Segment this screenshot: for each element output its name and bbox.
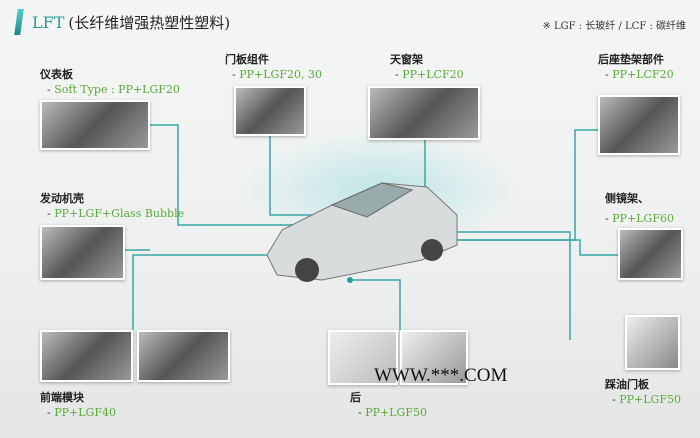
page-title: LFT (长纤维增强热塑性塑料) [14, 8, 231, 36]
dashboard-photo [40, 100, 150, 150]
title-prefix: LFT [32, 12, 65, 32]
part-label-engine: 发动机壳 [40, 192, 84, 205]
part-label-pedal: 踩油门板 [605, 378, 649, 391]
part-spec-bumper: PP+LGF50 [358, 406, 427, 419]
part-spec-seat: PP+LCF20 [605, 68, 673, 81]
part-label-sunroof: 天窗架 [390, 53, 423, 66]
part-spec-mirror: PP+LGF60 [605, 212, 674, 225]
part-spec-pedal: PP+LGF50 [612, 393, 681, 406]
pedal-photo [625, 315, 680, 370]
door-photo [234, 86, 306, 136]
title-text: (长纤维增强热塑性塑料) [68, 13, 231, 32]
part-label-frontend: 前端模块 [40, 391, 84, 404]
part-label-door: 门板组件 [225, 53, 269, 66]
engine-photo [40, 225, 125, 280]
car-illustration [266, 182, 458, 282]
part-label-seat: 后座垫架部件 [598, 53, 664, 66]
frontend-photo-1 [40, 330, 133, 382]
part-spec-engine: PP+LGF+Glass Bubble [47, 207, 184, 220]
part-label-dashboard: 仪表板 [40, 68, 73, 81]
legend-note: ※ LGF : 长玻纤 / LCF : 碳纤维 [542, 21, 686, 32]
part-spec-door: PP+LGF20, 30 [232, 68, 322, 81]
part-spec-sunroof: PP+LCF20 [395, 68, 463, 81]
part-label-bumper: 后 [350, 391, 361, 404]
bumper-photo-2 [400, 330, 468, 385]
part-spec-frontend: PP+LGF40 [47, 406, 116, 419]
bumper-photo-1 [328, 330, 398, 385]
line-dashboard [150, 124, 345, 226]
mirror-photo [618, 228, 683, 280]
line-pedal [415, 231, 571, 340]
line-frontend [132, 254, 305, 330]
frontend-photo-2 [137, 330, 230, 382]
line-bumper [350, 279, 401, 330]
watermark: WWW.***.COM [374, 365, 508, 386]
seat-photo [598, 95, 680, 155]
part-label-mirror: 侧镜架、 [605, 192, 649, 205]
sunroof-photo [368, 86, 480, 140]
part-spec-dashboard: Soft Type : PP+LGF20 [47, 83, 180, 96]
